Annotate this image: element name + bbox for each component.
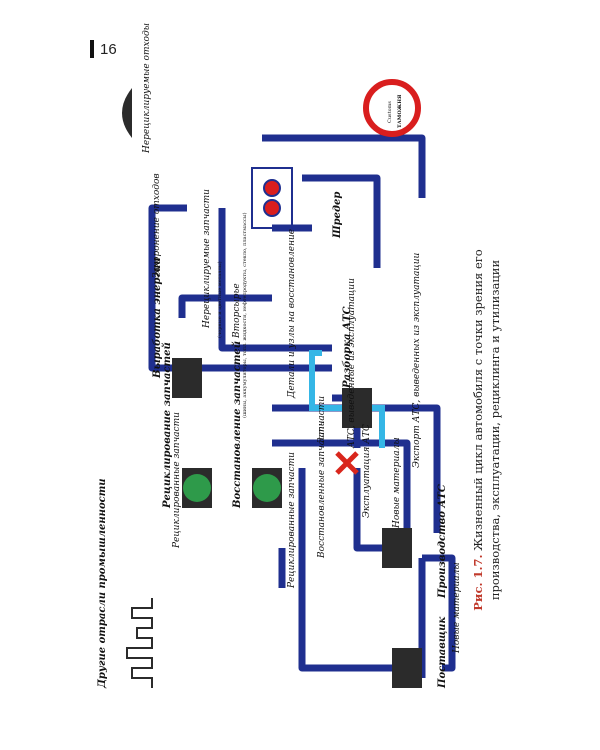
page-header: 16 (90, 40, 117, 58)
label-production: Производство АТС (437, 484, 448, 598)
figure-caption: Рис. 1.7. Жизненный цикл автомобиля с то… (470, 230, 530, 630)
page-number: 16 (100, 40, 117, 58)
label-new-materials-1: Новые материалы (452, 562, 462, 653)
label-customs-sub: Customs (387, 101, 393, 123)
flow-export (148, 204, 332, 372)
label-secondary: Вторсырье (232, 283, 242, 338)
flow-new-materials-bottom (422, 554, 456, 672)
label-spare-parts: Запчасти (317, 395, 327, 443)
label-customs: ТАМОЖНЯ (397, 94, 403, 128)
label-other-industries: Другие отрасли промышленности (97, 478, 108, 688)
label-liquids: (шины, аккумуляторы, топл. жидкости, неф… (242, 212, 248, 418)
energy-factory (172, 358, 202, 398)
flow-restoration-return (272, 439, 411, 538)
flow-spare-parts-light (309, 350, 385, 448)
label-operation: Эксплуатация АТС (362, 424, 372, 518)
retired-cross-icon (335, 451, 359, 475)
flow-shredder-energy (178, 294, 272, 318)
production-factory (382, 528, 412, 568)
label-non-recyclable-waste: Нерециклируемые отходы (142, 22, 152, 153)
label-recycled-parts-small: Рециклированные запчасти (172, 412, 182, 548)
recycle-icon-recycling (183, 474, 211, 502)
label-burial: Захоронение отходов (152, 173, 162, 278)
label-new-materials-2: Новые материалы (392, 437, 402, 528)
recycle-icon-restoration (253, 474, 281, 502)
diagram-graphics (122, 79, 456, 688)
caption-text: Жизненный цикл автомобиля с точки зрения… (471, 249, 502, 601)
diagram-stage: Поставщик Производство АТС Другие отрасл… (92, 23, 472, 698)
burial-mound-icon (122, 88, 132, 138)
industry-waveform-icon (126, 598, 153, 688)
flow-non-recyclable-parts (302, 174, 381, 268)
label-parts-for-restoration: Детали и узлы на восстановление (287, 228, 297, 398)
dismantling-factory (342, 388, 372, 428)
label-non-recyclable-parts: Нерециклируемые запчасти (202, 189, 212, 328)
label-recycled-parts: Рециклированные запчасти (287, 452, 297, 588)
label-dismantling: Разборка АТС (342, 306, 353, 388)
lifecycle-diagram: Поставщик Производство АТС Другие отрасл… (92, 23, 600, 688)
label-export: Экспорт АТС, выведенных из эксплуатации (412, 252, 422, 468)
label-supplier: Поставщик (437, 616, 448, 688)
flow-non-recyclable-waste (262, 134, 426, 198)
flow-dismantling-shredder (218, 208, 332, 352)
page-marker-bar (90, 40, 94, 58)
shredder-icon (251, 167, 293, 229)
label-shredder: Шредер (332, 191, 343, 238)
label-secondary-sub: (черные и цветные металлы) (217, 261, 223, 338)
flow-to-other-industries (298, 468, 392, 672)
customs-sign-icon (363, 79, 421, 137)
caption-figure-label: Рис. 1.7. (471, 554, 485, 611)
flow-production-operation (353, 468, 392, 552)
supplier-factory (392, 648, 422, 688)
